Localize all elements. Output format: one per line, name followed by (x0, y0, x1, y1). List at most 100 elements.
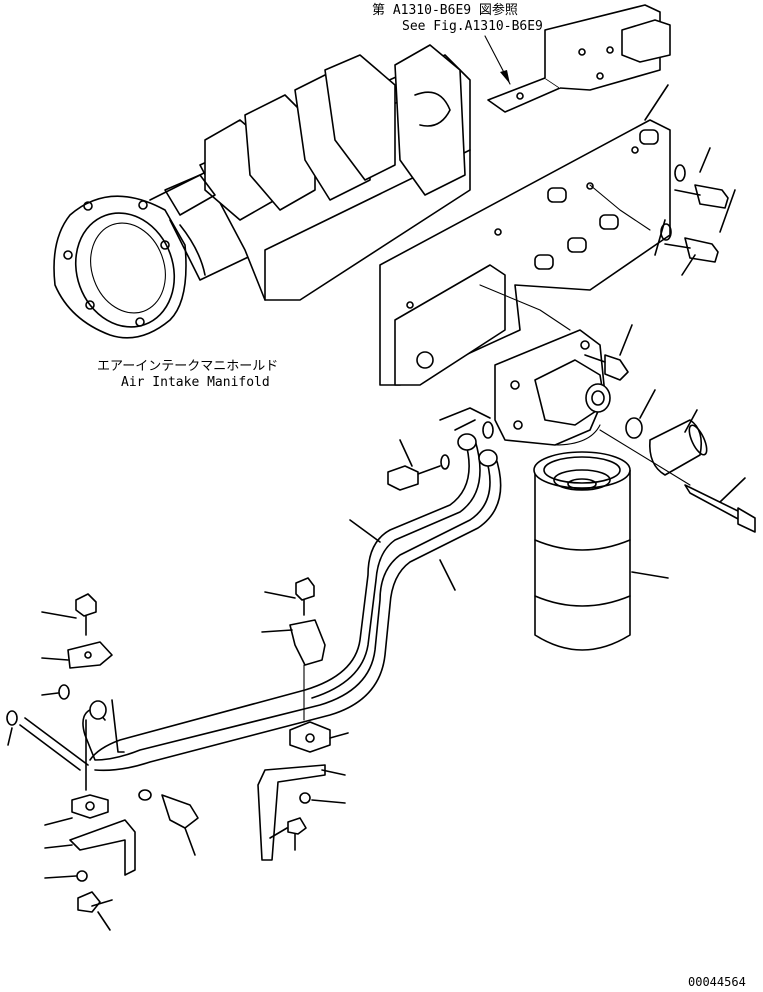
leader-line (311, 799, 346, 804)
plate-hole (406, 301, 414, 309)
oring-and-plug (625, 389, 708, 476)
pipe-marker (454, 419, 476, 431)
leader-line (439, 559, 456, 591)
plate-port (416, 351, 434, 369)
head-bolt (584, 324, 633, 381)
bracket-hole (596, 72, 604, 80)
pipe-stub (19, 724, 81, 771)
left-clamp (6, 593, 199, 931)
fuel-pipe-lower-inner (311, 439, 481, 699)
manifold-boss (164, 174, 216, 216)
mounting-plate (379, 119, 671, 386)
bracket-bolt-shank (91, 899, 113, 907)
fuel-pipe-lower (89, 439, 470, 761)
plate-hole (631, 146, 639, 154)
filter-center-thread (567, 478, 597, 490)
filter-head (494, 329, 611, 446)
left-bracket (69, 819, 136, 876)
manifold-runner-4 (324, 54, 396, 181)
flange-bolt-hole (83, 201, 93, 211)
plate-fasteners (654, 147, 736, 276)
fuel-pipe-upper-inner (94, 454, 502, 772)
head-mount-face (554, 424, 601, 446)
bolt-shank (664, 243, 691, 249)
bolt-head (604, 354, 629, 381)
washer (674, 164, 686, 182)
manifold-runner-2 (244, 94, 316, 211)
leader-line (7, 727, 13, 746)
top-mount-bracket (487, 4, 671, 121)
spacer (599, 214, 619, 230)
spacer (534, 254, 554, 270)
leader-line (684, 409, 698, 433)
bracket-upright (544, 4, 661, 91)
leader-line (654, 219, 666, 256)
manifold-bottom-edge (264, 149, 471, 301)
manifold-outlet (414, 91, 451, 127)
flange-bolt-hole (135, 317, 145, 327)
clamp-half (289, 721, 331, 753)
bolt-axis-line (599, 429, 691, 486)
leader-line (699, 147, 711, 173)
washer (138, 789, 152, 801)
spacer (567, 237, 587, 253)
bolt-shank (584, 354, 606, 363)
reference-note-jp: 第 A1310-B6E9 図参照 (372, 2, 518, 18)
drawing-number: 00044564 (688, 975, 746, 989)
leader-line (44, 875, 77, 879)
clamp-half (71, 794, 109, 819)
bracket-hole (516, 92, 524, 100)
washer (440, 454, 450, 470)
leader-line (399, 439, 413, 467)
filter-top-rim (543, 456, 621, 484)
bracket-block (621, 19, 671, 63)
washer (6, 710, 18, 726)
reference-note-en: See Fig.A1310-B6E9 (402, 19, 543, 34)
manifold-tube-shade (179, 224, 206, 276)
spacer (547, 187, 567, 203)
bracket-hole (578, 48, 586, 56)
bolt (684, 237, 719, 263)
bolt (694, 184, 729, 209)
manifold-runner-5 (394, 44, 466, 196)
fuel-pipes (82, 407, 502, 772)
leader-line (184, 827, 196, 856)
clamp-bolt-head (75, 593, 97, 617)
plate-hole (494, 228, 502, 236)
clamp-bolt-head (295, 577, 315, 601)
flange-bolt-hole (160, 240, 170, 250)
banjo-bolt-head (387, 465, 419, 491)
leader-line (719, 189, 736, 233)
manifold-label-jp: エアーインテークマニホールド (97, 359, 278, 374)
head-bolt-hole (510, 380, 520, 390)
middle-bracket (257, 764, 346, 861)
banjo-bolt (387, 421, 494, 491)
flange-bolt-hole (85, 300, 95, 310)
bracket-nut (299, 792, 311, 804)
bracket-bolt-head (77, 891, 101, 913)
fuel-pipe-upper (82, 454, 491, 761)
manifold-flange (53, 195, 187, 339)
clamp-half (67, 641, 113, 669)
manifold-flange-bore (74, 212, 176, 328)
filter-band (534, 539, 631, 551)
leader-line (41, 611, 77, 619)
head-bolt-hole (513, 420, 523, 430)
bracket-l (257, 764, 326, 861)
filter-gasket (553, 469, 611, 491)
plug-end (688, 424, 708, 456)
leader-line (329, 732, 349, 739)
leader-line (41, 657, 69, 661)
pipe-stub (24, 717, 89, 766)
bracket-base-plate (487, 77, 561, 113)
pipe-fitting (89, 700, 107, 720)
clamp-hole (84, 651, 92, 659)
leader-line (97, 911, 111, 931)
filter-head-port (585, 383, 611, 413)
banjo-fitting (478, 449, 498, 467)
manifold-inner-bore (90, 222, 166, 314)
banjo-bolt-bracket (439, 407, 491, 421)
washer (58, 684, 70, 700)
reference-note: 第 A1310-B6E9 図参照 See Fig.A1310-B6E9 (372, 2, 543, 85)
